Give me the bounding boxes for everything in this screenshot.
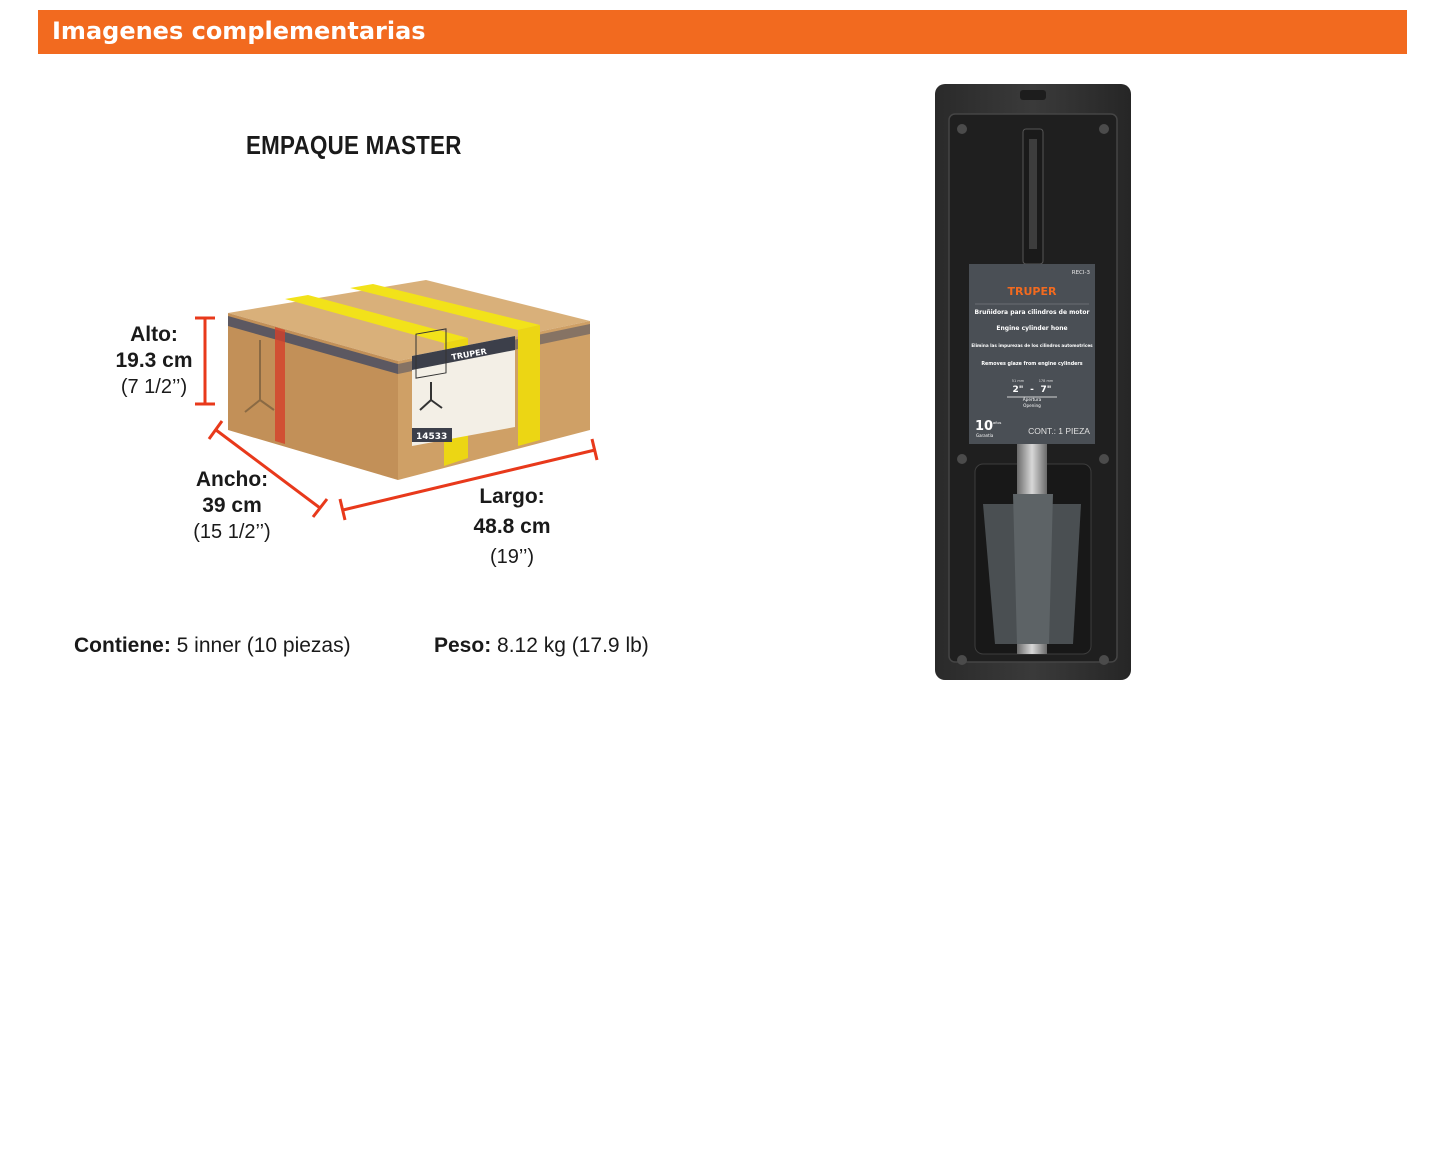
product-name-es: Bruñidora para cilindros de motor	[975, 309, 1090, 316]
alto-metric: 19.3 cm	[115, 349, 193, 373]
largo-metric: 48.8 cm	[473, 515, 551, 539]
contiene-label: Contiene:	[74, 634, 171, 657]
product-opening-en: Opening	[1023, 403, 1041, 408]
product-warranty-number: 10	[975, 419, 993, 434]
largo-dimension: Largo: 48.8 cm (19’’)	[452, 484, 572, 570]
master-box-illustration: TRUPER 14533	[228, 280, 590, 480]
product-opening-es: Apertura	[1023, 397, 1042, 402]
product-blister-pack: RECI-3 TRUPER Bruñidora para cilindros d…	[935, 84, 1131, 680]
product-desc-en: Removes glaze from engine cylinders	[981, 361, 1082, 367]
product-desc-es: Elimina las impurezas de los cilindros a…	[971, 343, 1093, 348]
product-range-separator: -	[1030, 385, 1034, 395]
product-name-en: Engine cylinder hone	[996, 325, 1067, 332]
box-strap	[350, 284, 540, 330]
alto-label: Alto:	[130, 323, 178, 346]
box-label-code: 14533	[416, 432, 447, 442]
dimension-lines	[195, 316, 599, 521]
product-range-min-mm: 51 mm	[1012, 379, 1025, 383]
ancho-metric: 39 cm	[202, 494, 262, 518]
ancho-label: Ancho:	[195, 468, 269, 491]
peso-info: Peso: 8.12 kg (17.9 lb)	[434, 634, 649, 658]
page-title: Imagenes complementarias	[52, 17, 426, 45]
ancho-imperial: (15 1/2’’)	[193, 520, 271, 543]
product-range-min: 2"	[1013, 385, 1024, 395]
product-content: CONT.: 1 PIEZA	[1028, 426, 1090, 436]
header-banner: Imagenes complementarias	[38, 10, 1407, 54]
ancho-dimension: Ancho: 39 cm (15 1/2’’)	[176, 467, 288, 545]
product-card: RECI-3 TRUPER Bruñidora para cilindros d…	[969, 264, 1095, 444]
box-strap	[285, 295, 468, 343]
largo-label: Largo:	[479, 485, 545, 508]
product-warranty-unit: años	[993, 421, 1002, 425]
product-brand: TRUPER	[1008, 285, 1057, 298]
peso-value: 8.12 kg (17.9 lb)	[491, 634, 649, 657]
contiene-info: Contiene: 5 inner (10 piezas)	[74, 634, 351, 658]
product-warranty-label: Garantía	[976, 433, 994, 438]
peso-label: Peso:	[434, 634, 492, 657]
alto-imperial: (7 1/2’’)	[120, 375, 188, 398]
contiene-value: 5 inner (10 piezas)	[170, 634, 351, 657]
box-label: TRUPER 14533	[412, 328, 515, 446]
product-range-max: 7"	[1041, 385, 1052, 395]
product-range-max-mm: 178 mm	[1039, 379, 1054, 383]
package-title: EMPAQUE MASTER	[246, 130, 462, 160]
largo-dimension-line	[342, 448, 596, 512]
largo-imperial: (19’’)	[489, 545, 535, 568]
product-model: RECI-3	[1072, 270, 1091, 276]
ancho-dimension-line	[215, 428, 321, 510]
alto-dimension: Alto: 19.3 cm (7 1/2’’)	[108, 322, 200, 400]
